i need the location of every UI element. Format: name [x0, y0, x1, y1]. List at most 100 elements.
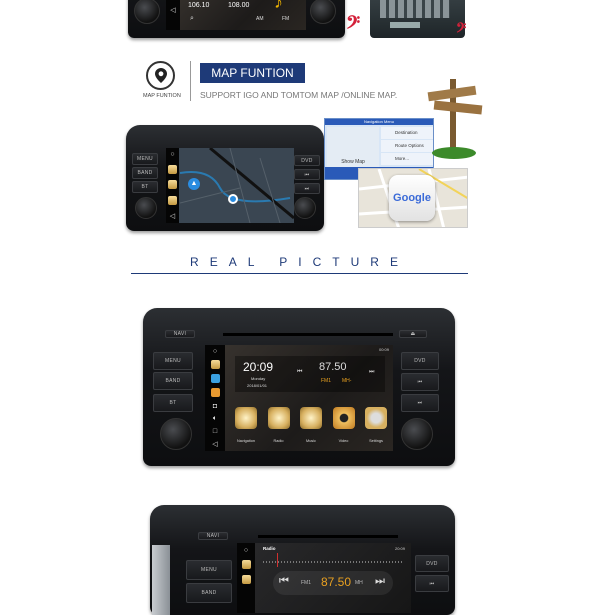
app-label: Video	[338, 439, 349, 443]
app-label: Settings	[369, 439, 383, 443]
section-title: MAP FUNTION	[211, 66, 294, 80]
show-map-button[interactable]: Show Map	[327, 127, 379, 167]
back-icon[interactable]: ◁	[212, 441, 218, 449]
location-marker-icon	[228, 194, 238, 204]
heading-underline	[131, 273, 468, 274]
eject-button[interactable]: ⏏	[399, 330, 427, 338]
bass-clef-icon: 𝄢	[346, 12, 361, 37]
music-note-icon: ♪	[274, 0, 283, 12]
navigation-icon	[235, 407, 257, 429]
clock-time: 20:09	[243, 360, 274, 374]
prev-button[interactable]: ⏮	[415, 575, 449, 592]
band-am[interactable]: AM	[256, 16, 264, 22]
status-time: 00:09	[378, 347, 389, 352]
next-button[interactable]: ⏭	[401, 394, 439, 412]
menu-button[interactable]: MENU	[186, 560, 232, 580]
section-subtitle: SUPPORT IGO AND TOMTOM MAP /ONLINE MAP.	[200, 90, 398, 100]
next-button[interactable]: ⏭	[294, 183, 320, 194]
portable-radio-image	[370, 0, 465, 38]
previous-station-icon[interactable]: ⏮	[297, 369, 303, 375]
divider	[190, 61, 191, 101]
navi-button[interactable]: NAVI	[165, 330, 195, 338]
next-station-icon[interactable]: ⏭	[369, 369, 375, 375]
radio-frequency: 87.50	[321, 575, 352, 589]
stereo-unit-home: NAVI ⏏ MENU BAND BT DVD ⏮ ⏭ ○ ◘ 🔈︎ □ ◁ 0…	[143, 308, 455, 466]
nav-menu-item[interactable]: More...	[381, 153, 433, 165]
volume-knob[interactable]	[134, 0, 160, 24]
home-screen: ○ ◘ 🔈︎ □ ◁ 00:09 20:09 Monday 2018/01/01…	[205, 345, 393, 451]
clock-date: 2018/01/01	[247, 383, 268, 388]
menu-button[interactable]: MENU	[132, 153, 158, 165]
radio-screen: ○ Radio 20:09 ⏮ FM1 87.50 MH ⏭	[237, 543, 411, 613]
app-settings[interactable]: Settings	[361, 407, 391, 447]
band-button[interactable]: BAND	[186, 583, 232, 603]
app-shortcut[interactable]	[210, 374, 220, 384]
app-music[interactable]: Music	[296, 407, 326, 447]
dvd-button[interactable]: DVD	[415, 555, 449, 572]
frequency: 108.00	[228, 2, 250, 9]
side-bar: ○ ◘ 🔈︎ □ ◁	[205, 345, 225, 451]
stereo-unit-radio: NAVI MENU BAND DVD ⏮ ○ Radio 20:09 ⏮ FM1…	[150, 505, 455, 615]
section-heading: REAL PICTURE	[131, 255, 468, 269]
signpost-image	[420, 75, 487, 163]
prev-button[interactable]: ⏮	[294, 169, 320, 180]
volume-icon[interactable]: 🔈︎	[212, 414, 218, 422]
app-label: Navigation	[237, 439, 255, 443]
google-logo-text: Google	[393, 192, 431, 204]
app-dock: Navigation Radio Music Video Settings	[231, 407, 391, 447]
disc-slot	[223, 333, 393, 336]
previous-station-icon[interactable]: ⏮	[279, 575, 289, 587]
home-icon[interactable]: ○	[212, 347, 218, 355]
video-icon	[332, 407, 355, 429]
recent-apps-icon[interactable]: □	[212, 428, 218, 436]
volume-knob[interactable]	[160, 418, 192, 450]
radio-panel: ⏮ FM1 87.50 MH ⏭	[273, 571, 393, 595]
radio-frequency: 87.50	[319, 361, 347, 373]
band-button[interactable]: BAND	[153, 372, 193, 390]
status-time: 20:09	[394, 546, 405, 551]
map-icon-label: MAP FUNTION	[143, 93, 181, 99]
tune-knob[interactable]	[310, 0, 336, 24]
dvd-button[interactable]: DVD	[294, 155, 320, 166]
app-shortcut[interactable]	[210, 359, 220, 369]
app-radio[interactable]: Radio	[264, 407, 294, 447]
tune-knob[interactable]	[294, 197, 316, 219]
screen-title: Radio	[263, 546, 276, 551]
map-view[interactable]	[180, 148, 294, 223]
bt-button[interactable]: BT	[153, 394, 193, 412]
side-bar: ◁	[166, 0, 180, 30]
disc-slot	[258, 535, 398, 538]
volume-knob[interactable]	[135, 197, 157, 219]
map-screen: ○◁ ▲	[166, 148, 294, 223]
app-video[interactable]: Video	[329, 407, 359, 447]
nav-menu-title: Navigation Menu	[325, 119, 433, 125]
search-icon[interactable]: ⌕	[190, 15, 194, 22]
radio-icon	[267, 407, 290, 429]
dvd-button[interactable]: DVD	[401, 352, 439, 370]
music-icon	[300, 407, 322, 429]
camera-icon[interactable]: ◘	[212, 402, 218, 410]
prev-button[interactable]: ⏮	[401, 373, 439, 391]
radio-band: FM1	[321, 378, 331, 384]
next-station-icon[interactable]: ⏭	[375, 575, 385, 587]
frequency-scale[interactable]	[263, 561, 403, 563]
bt-button[interactable]: BT	[132, 181, 158, 193]
section-heading-text: REAL PICTURE	[190, 255, 409, 269]
band-fm[interactable]: FM	[282, 16, 290, 22]
navi-button[interactable]: NAVI	[198, 532, 228, 540]
nav-menu-item[interactable]: Destination	[381, 127, 433, 139]
app-shortcut[interactable]	[210, 388, 220, 398]
screen: ◁ 106.10 108.00 ⌕ AM FM ♪	[166, 0, 306, 30]
menu-button[interactable]: MENU	[153, 352, 193, 370]
frequency: 106.10	[188, 2, 210, 9]
mounting-bracket	[152, 545, 170, 615]
side-bar: ○	[237, 543, 255, 613]
app-navigation[interactable]: Navigation	[231, 407, 261, 447]
band-button[interactable]: BAND	[132, 167, 158, 179]
bass-clef-icon: 𝄢	[456, 22, 467, 39]
tune-knob[interactable]	[401, 418, 433, 450]
side-bar: ○◁	[166, 148, 179, 223]
app-label: Radio	[273, 439, 284, 443]
nav-menu-item[interactable]: Route Options	[381, 140, 433, 152]
radio-unit: MH	[355, 580, 363, 586]
